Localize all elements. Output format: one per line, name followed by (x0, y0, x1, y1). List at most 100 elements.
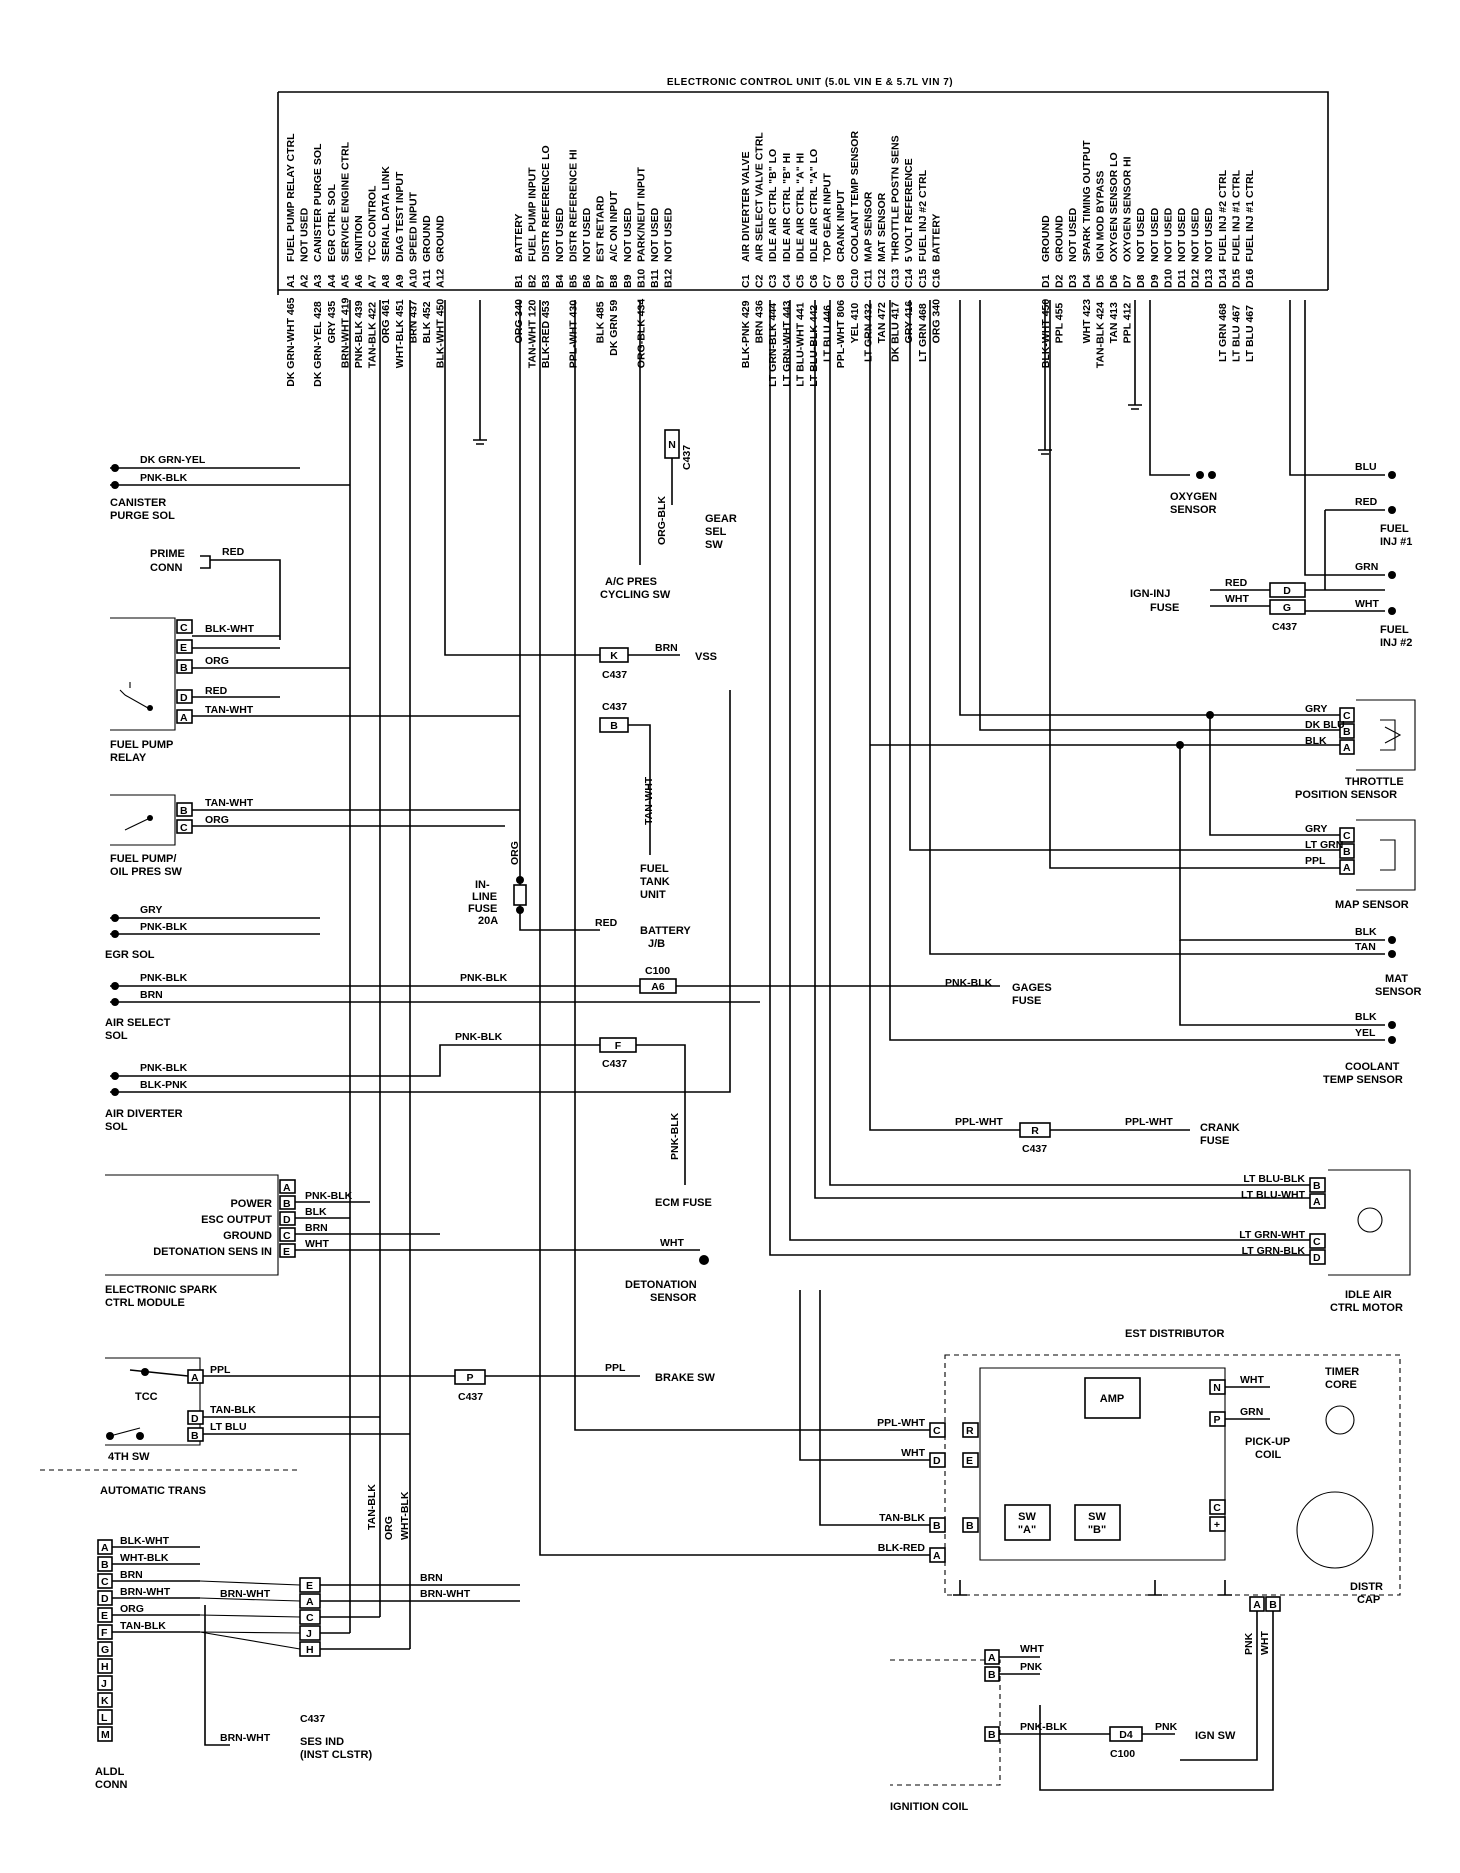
component-label: FUSE (1200, 1135, 1229, 1147)
ac-pres-cycling-sw: A/C PRES CYCLING SW (600, 300, 671, 601)
component-label: LINE (472, 891, 497, 903)
component-label: FUSE (1150, 602, 1179, 614)
ecu-pin-number: B1 (513, 274, 525, 288)
ecu-pin-function: THROTTLE POSTN SENS (890, 135, 902, 262)
ecu-pin-function: IDLE AIR CTRL "A" LO (808, 149, 820, 262)
connector-label: C437 (300, 1713, 325, 1725)
fuel-inj-1: BLU RED FUEL INJ #1 (1289, 300, 1412, 591)
ecu-pin-wire: YEL 410 (849, 303, 861, 344)
wire-label: TAN-WHT (205, 797, 254, 809)
ecu-pin-number: C1 (740, 274, 752, 288)
ecu-pin-number: B4 (554, 274, 566, 288)
wire-label: WHT (1225, 593, 1249, 605)
ecu-pin-function: EST RETARD (595, 195, 607, 262)
wire-label: BLU (1355, 461, 1377, 473)
component-label: GAGES (1012, 982, 1052, 994)
component-label: SENSOR (1375, 986, 1422, 998)
component-label: TCC (135, 1391, 158, 1403)
wire-label: PNK-BLK (305, 1190, 353, 1202)
wire-label: WHT (901, 1447, 925, 1459)
aldl-pin: F (101, 1627, 108, 1639)
est-cavity (929, 1452, 946, 1468)
connector-pin: K (610, 650, 618, 662)
component-label: CORE (1325, 1379, 1357, 1391)
connector-pin: B (1313, 1180, 1321, 1192)
component-label: FUEL (1380, 624, 1409, 636)
ecu-pin-number: C16 (930, 269, 942, 288)
ecu-pin-wire: WHT 423 (1081, 299, 1093, 344)
wire-label: GRY (1305, 703, 1327, 715)
egr-sol: GRY PNK-BLK EGR SOL (105, 904, 320, 961)
ecu-pin-function: DISTR REFERENCE LO (540, 145, 552, 262)
aldl-pin: G (101, 1644, 109, 1656)
connector-pin: B (988, 1669, 996, 1681)
component-label: GEAR (705, 513, 737, 525)
est-distributor: EST DISTRIBUTOR CPPL-WHTDWHTBTAN-BLKABLK… (539, 300, 1401, 1791)
ecu-pin-function: AIR DIVERTER VALVE (740, 152, 752, 262)
connector-pin: B (283, 1198, 291, 1210)
connector-label: C100 (1110, 1748, 1135, 1760)
connector-pin: B (180, 662, 188, 674)
wire-label: BLK (1355, 926, 1377, 938)
ecu-pin-function: OXYGEN SENSOR LO (1108, 152, 1120, 262)
component-label: CANISTER (110, 497, 166, 509)
aldl-cavity (97, 1641, 113, 1657)
ecu-pin-wire: LT BLU-WHT 441 (794, 302, 806, 387)
vss: K C437 BRN VSS (444, 300, 717, 681)
ecu-pin-number: D13 (1203, 269, 1215, 288)
ecu-pin-function: NOT USED (663, 207, 675, 262)
wire-label: WHT-BLK (120, 1552, 169, 1564)
ecu-pin-wire: BLK-RED 453 (540, 300, 552, 368)
wire-label: PNK (1020, 1661, 1043, 1673)
aldl-wire (199, 1614, 301, 1618)
ecu-pin-number: C15 (917, 269, 929, 288)
tcc-automatic-trans: ADB PPL TAN-BLK LT BLU TCC 4TH SW AUTOMA… (40, 1357, 470, 1497)
component-label: COOLANT (1345, 1061, 1400, 1073)
wire-label: WHT (1259, 1631, 1271, 1655)
ecu-pin-number: D3 (1067, 274, 1079, 288)
ecu-pin-wire: TAN 472 (876, 302, 888, 343)
ecu-pin-number: C10 (849, 269, 861, 288)
ecu-pin-number: A1 (285, 274, 297, 288)
connector-label: C100 (645, 965, 670, 977)
wire-label: BRN (120, 1569, 143, 1581)
ecu-pin-number: C5 (794, 274, 806, 288)
wire-label: LT BLU (210, 1421, 247, 1433)
ecu-pin-wire: LT GRN-WHT 443 (781, 301, 793, 387)
inline-fuse: ORG IN- LINE FUSE 20A RED BATTERY J/B (468, 300, 691, 950)
connector-pin: N (668, 439, 676, 451)
component-label: A/C PRES (605, 576, 657, 588)
connector-pin: A6 (651, 981, 665, 993)
component-label: PURGE SOL (110, 510, 175, 522)
connector-label: C437 (1022, 1143, 1047, 1155)
ecu-pin-number: D10 (1162, 269, 1174, 288)
connector-pin: E (966, 1455, 973, 1467)
connector-pin: B (1343, 846, 1351, 858)
ecu-pin-wire: TAN 413 (1108, 302, 1120, 343)
component-label: SEL (705, 526, 727, 538)
est-inner-cavity (962, 1452, 979, 1468)
component-label: UNIT (640, 889, 666, 901)
connector-pin: E (180, 642, 187, 654)
ecu-pin-function: PARK/NEUT INPUT (635, 167, 647, 262)
canister-purge-sol: DK GRN-YEL PNK-BLK CANISTER PURGE SOL (110, 454, 350, 522)
component-label: CTRL MODULE (105, 1297, 185, 1309)
ecu-pin-number: B9 (622, 274, 634, 288)
connector-pin: E (306, 1580, 313, 1592)
aldl-wire (199, 1580, 301, 1586)
ecu-pin-function: BATTERY (930, 214, 942, 262)
ecu-pin-function: SPARK TIMING OUTPUT (1081, 140, 1093, 262)
ecu-pin-function: TCC CONTROL (367, 185, 379, 262)
ecu-pin-wire: PPL 455 (1054, 303, 1066, 344)
ecu-pin-number: D7 (1122, 274, 1134, 288)
vertical-wire-labels: TAN-BLK ORG WHT-BLK (349, 300, 411, 1649)
ecu-pin-wire: PPL 412 (1122, 303, 1134, 344)
component-label: SOL (105, 1030, 128, 1042)
wire-label: LT BLU-WHT (1241, 1189, 1306, 1201)
component-label: SOL (105, 1121, 128, 1133)
ecu-pin-function: NOT USED (1203, 207, 1215, 262)
ecu-pin-function: GROUND (421, 215, 433, 262)
connector-pin: B (191, 1430, 199, 1442)
wire-label: TAN-BLK (879, 1512, 925, 1524)
connector-pin: E (283, 1246, 290, 1258)
